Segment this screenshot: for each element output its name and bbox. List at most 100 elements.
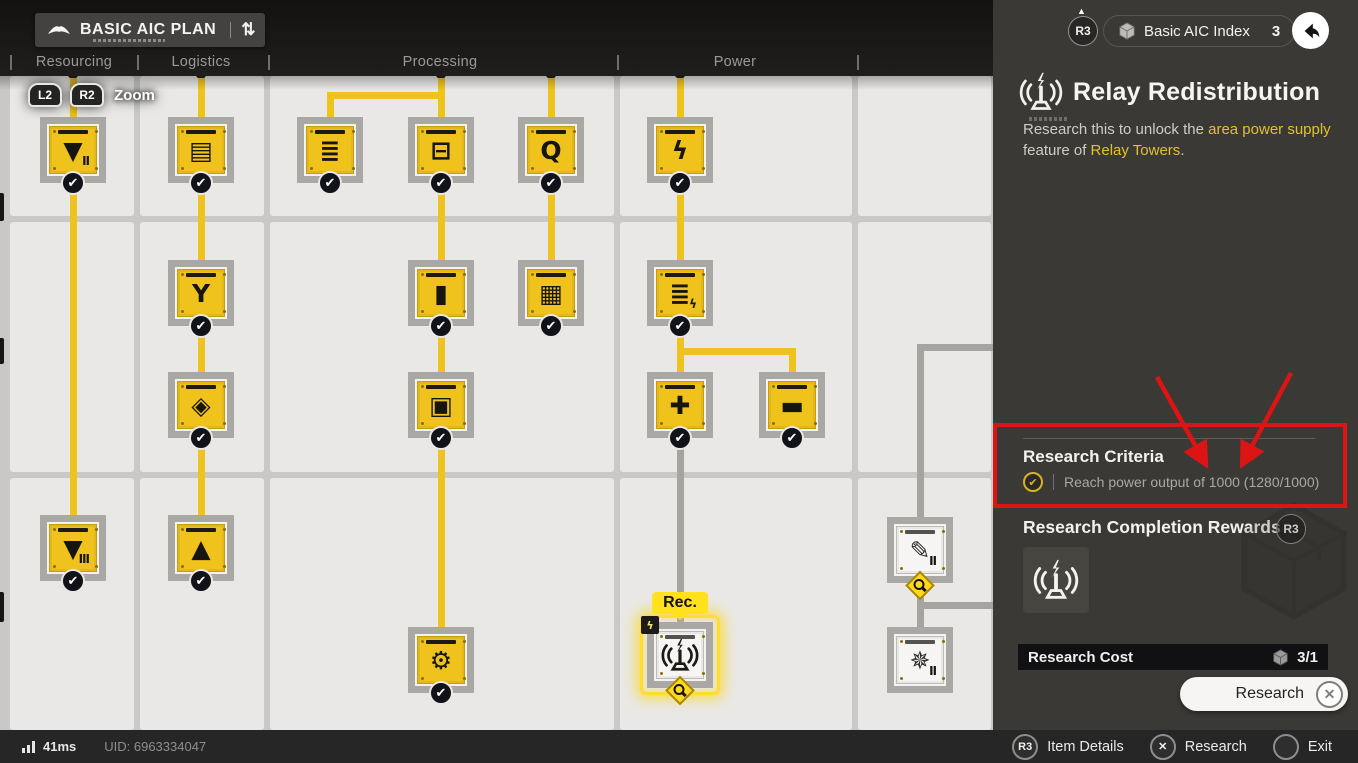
tech-node-splitter[interactable]: Y✔: [168, 260, 234, 338]
node-tier-label: Ⅱ: [929, 664, 937, 678]
tech-node-layers[interactable]: ◈✔: [168, 372, 234, 450]
node-tile: ▤: [177, 126, 225, 174]
zoom-label: Zoom: [114, 86, 155, 104]
node-glyph-icon: ▼: [63, 533, 83, 563]
r3-keycap[interactable]: R3: [1068, 16, 1098, 46]
researched-check-icon: ✔: [61, 569, 85, 593]
node-tile: ▣: [417, 381, 465, 429]
exit-hint[interactable]: Exit: [1272, 733, 1332, 760]
node-glyph-icon: ▤: [189, 135, 213, 165]
tech-node-pipes[interactable]: ✚✔: [647, 372, 713, 450]
tech-node-press[interactable]: ≣✔: [297, 117, 363, 195]
tree-connector-active: [676, 76, 684, 438]
node-tile: ≣ϟ: [656, 269, 704, 317]
divider: [1053, 474, 1054, 490]
node-label-strip: [665, 385, 695, 389]
tech-node-machine[interactable]: ▣✔: [408, 372, 474, 450]
reward-item-relay-tower[interactable]: [1023, 547, 1089, 613]
power-corner-badge: ϟ: [641, 616, 659, 634]
research-cost-bar: Research Cost 3/1: [1018, 644, 1328, 670]
research-title: Relay Redistribution: [1073, 77, 1321, 106]
tech-node-ammo-2[interactable]: ✵Ⅱ: [887, 627, 953, 693]
zoom-hint: L2 R2 Zoom: [28, 83, 155, 107]
node-label-strip: [665, 273, 695, 277]
aic-index-label: Basic AIC Index: [1144, 22, 1250, 40]
node-label-strip: [58, 130, 88, 134]
node-label-strip: [426, 385, 456, 389]
research-description: Research this to unlock the area power s…: [1023, 119, 1349, 161]
desc-highlight: area power supply: [1208, 121, 1331, 138]
map-top-shadow: [0, 76, 993, 90]
aic-index-count: 3: [1271, 22, 1281, 40]
node-label-strip: [536, 273, 566, 277]
category-separator: [268, 55, 270, 70]
package-watermark-icon: [1241, 502, 1347, 620]
tech-node-fabricator[interactable]: ⚙✔: [408, 627, 474, 705]
tree-connector-inactive: [916, 344, 993, 351]
plan-title-badge[interactable]: BASIC AIC PLAN ⇅: [35, 13, 266, 47]
research-button[interactable]: Research ✕: [1180, 677, 1348, 711]
node-glyph-icon: ▼: [63, 135, 83, 165]
category-separator: [857, 55, 859, 70]
recommended-tag: Rec.: [652, 592, 708, 614]
tech-node-drill-2[interactable]: ▼Ⅱ✔: [40, 117, 106, 195]
research-hint[interactable]: ✕ Research: [1149, 733, 1247, 760]
node-tier-label: Ⅱ: [82, 154, 90, 168]
rewards-r3-keycap[interactable]: R3: [1276, 514, 1306, 544]
tech-node-container[interactable]: ▤✔: [168, 117, 234, 195]
category-processing: Processing: [402, 54, 478, 70]
aic-index-badge: Basic AIC Index 3: [1103, 15, 1296, 47]
divider: [230, 22, 232, 38]
tech-tree-map: ▼Ⅱ✔ ▼Ⅲ✔ ▤✔ Y✔ ◈✔ ▲✔ ≣✔ ⊟✔ ▮✔ ▣✔ ⚙✔ Q✔ ▦✔…: [0, 0, 993, 730]
chevron-up-icon: ▲: [1077, 6, 1086, 16]
r2-keycap[interactable]: R2: [70, 83, 104, 107]
tech-node-relay-redistribution[interactable]: Rec. ϟ: [640, 592, 720, 706]
researched-check-icon: ✔: [189, 314, 213, 338]
tech-node-filter[interactable]: ⊟✔: [408, 117, 474, 195]
tech-node-drill-3[interactable]: ▼Ⅲ ✔: [40, 515, 106, 593]
research-button-label: Research: [1235, 685, 1304, 702]
tree-connector-inactive: [916, 344, 924, 662]
node-label-strip: [58, 528, 88, 532]
item-details-hint[interactable]: R3 Item Details: [1012, 733, 1124, 760]
cost-label: Research Cost: [1028, 648, 1134, 666]
switch-plan-icon[interactable]: ⇅: [241, 20, 256, 39]
cost-value: 3/1: [1297, 648, 1318, 666]
node-label-strip: [186, 273, 216, 277]
detail-panel: ▲ R3 Basic AIC Index 3: [993, 0, 1358, 730]
tech-node-analyzer[interactable]: Q✔: [518, 117, 584, 195]
relay-tower-icon: [1019, 72, 1063, 110]
researched-check-icon: ✔: [539, 314, 563, 338]
panel-header: ▲ R3 Basic AIC Index 3: [993, 0, 1358, 62]
tree-connector-active: [437, 76, 445, 664]
node-glyph-icon: ⊟: [430, 135, 452, 165]
tree-connector-active: [69, 76, 77, 585]
tech-node-power[interactable]: ϟ✔: [647, 117, 713, 195]
node-label-strip: [186, 528, 216, 532]
tech-node-booster[interactable]: ▲✔: [168, 515, 234, 593]
tech-node-canister[interactable]: ▮✔: [408, 260, 474, 338]
scroll-tick: [0, 592, 4, 622]
tech-node-generator[interactable]: ≣ϟ✔: [647, 260, 713, 338]
category-separator: [10, 55, 12, 70]
researched-check-icon: ✔: [668, 314, 692, 338]
l2-keycap[interactable]: L2: [28, 83, 62, 107]
node-tile: ▦: [527, 269, 575, 317]
tech-node-furnace[interactable]: ▦✔: [518, 260, 584, 338]
detail-title-row: Relay Redistribution: [1019, 70, 1320, 114]
researched-check-icon: ✔: [189, 171, 213, 195]
node-tile: Y: [177, 269, 225, 317]
ping-value: 41ms: [43, 739, 77, 754]
node-tile: [656, 631, 704, 679]
node-glyph-icon: ✵: [909, 645, 931, 675]
tree-connector-active: [326, 92, 445, 99]
node-tier-label: Ⅱ: [929, 554, 937, 568]
node-tier-label: Ⅲ: [78, 552, 90, 566]
tech-node-storage-case[interactable]: ▬✔: [759, 372, 825, 450]
node-tile: ϟ: [656, 126, 704, 174]
back-button[interactable]: [1292, 12, 1329, 49]
node-glyph-icon: ◈: [191, 390, 211, 420]
relay-tower-icon: [661, 638, 699, 671]
node-glyph-icon: Y: [191, 278, 211, 308]
tech-node-ammo-craft-2[interactable]: ✎Ⅱ: [887, 517, 953, 601]
